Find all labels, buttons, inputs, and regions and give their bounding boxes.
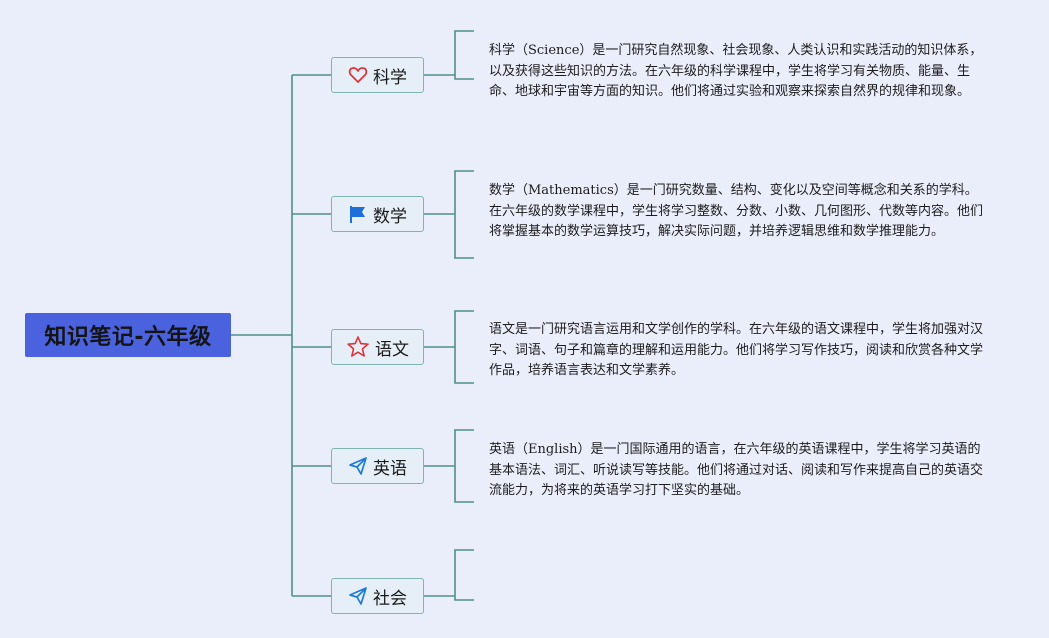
science-description: 科学（Science）是一门研究自然现象、社会现象、人类认识和实践活动的知识体系… xyxy=(489,43,983,99)
root-title: 知识笔记-六年级 xyxy=(44,325,212,350)
topic-chinese[interactable]: 语文 xyxy=(331,329,424,365)
topic-english[interactable]: 英语 xyxy=(331,448,424,484)
flag-icon xyxy=(348,204,368,224)
math-description: 数学（Mathematics）是一门研究数量、结构、变化以及空间等概念和关系的学… xyxy=(489,183,984,239)
topic-label: 社会 xyxy=(373,588,407,609)
paper-plane-icon xyxy=(348,586,368,606)
topic-society[interactable]: 社会 xyxy=(331,578,424,614)
topic-label: 语文 xyxy=(375,339,409,360)
topic-label: 数学 xyxy=(373,206,407,227)
topic-math[interactable]: 数学 xyxy=(331,196,424,232)
root-topic[interactable]: 知识笔记-六年级 xyxy=(25,313,231,357)
star-icon xyxy=(346,335,370,359)
english-description: 英语（English）是一门国际通用的语言，在六年级的英语课程中，学生将学习英语… xyxy=(489,442,984,498)
paper-plane-icon xyxy=(348,456,368,476)
chinese-description: 语文是一门研究语言运用和文学创作的学科。在六年级的语文课程中，学生将加强对汉字、… xyxy=(489,322,984,378)
topic-label: 英语 xyxy=(373,458,407,479)
topic-label: 科学 xyxy=(373,67,407,88)
topic-science[interactable]: 科学 xyxy=(331,57,424,93)
heart-icon xyxy=(348,65,368,85)
